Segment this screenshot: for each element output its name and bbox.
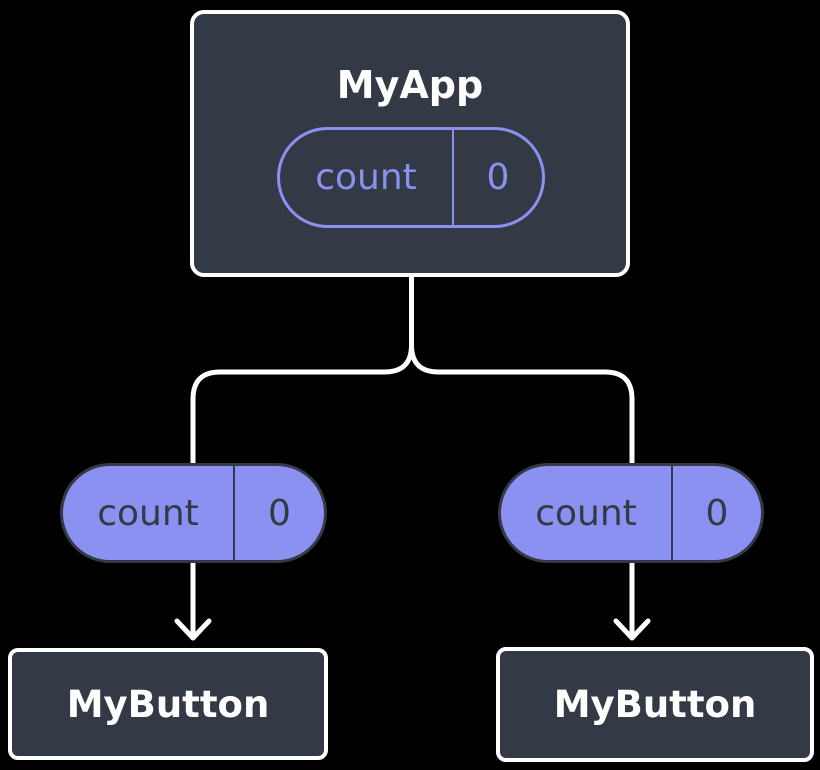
state-pill-value: 0 xyxy=(486,157,510,198)
left-prop-pill: count 0 xyxy=(60,463,327,563)
myapp-node: MyApp count 0 xyxy=(190,10,630,277)
fork-left-line xyxy=(190,270,414,467)
right-arrowhead-icon xyxy=(613,618,651,641)
right-prop-pill-value: 0 xyxy=(705,492,729,534)
left-prop-pill-label: count xyxy=(63,466,235,560)
state-pill-label: count xyxy=(280,130,454,225)
right-prop-pill: count 0 xyxy=(498,463,764,563)
right-mybutton-node-title: MyButton xyxy=(553,683,757,726)
left-prop-pill-value: 0 xyxy=(268,492,291,534)
fork-right-line xyxy=(409,342,635,467)
myapp-node-title: MyApp xyxy=(336,63,484,107)
left-mybutton-node-title: MyButton xyxy=(66,682,270,726)
right-mybutton-node: MyButton xyxy=(496,647,814,762)
left-mybutton-node: MyButton xyxy=(8,648,328,760)
left-arrowhead-icon xyxy=(174,618,212,641)
myapp-state-pill: count 0 xyxy=(277,127,545,228)
right-prop-pill-label: count xyxy=(501,466,673,560)
